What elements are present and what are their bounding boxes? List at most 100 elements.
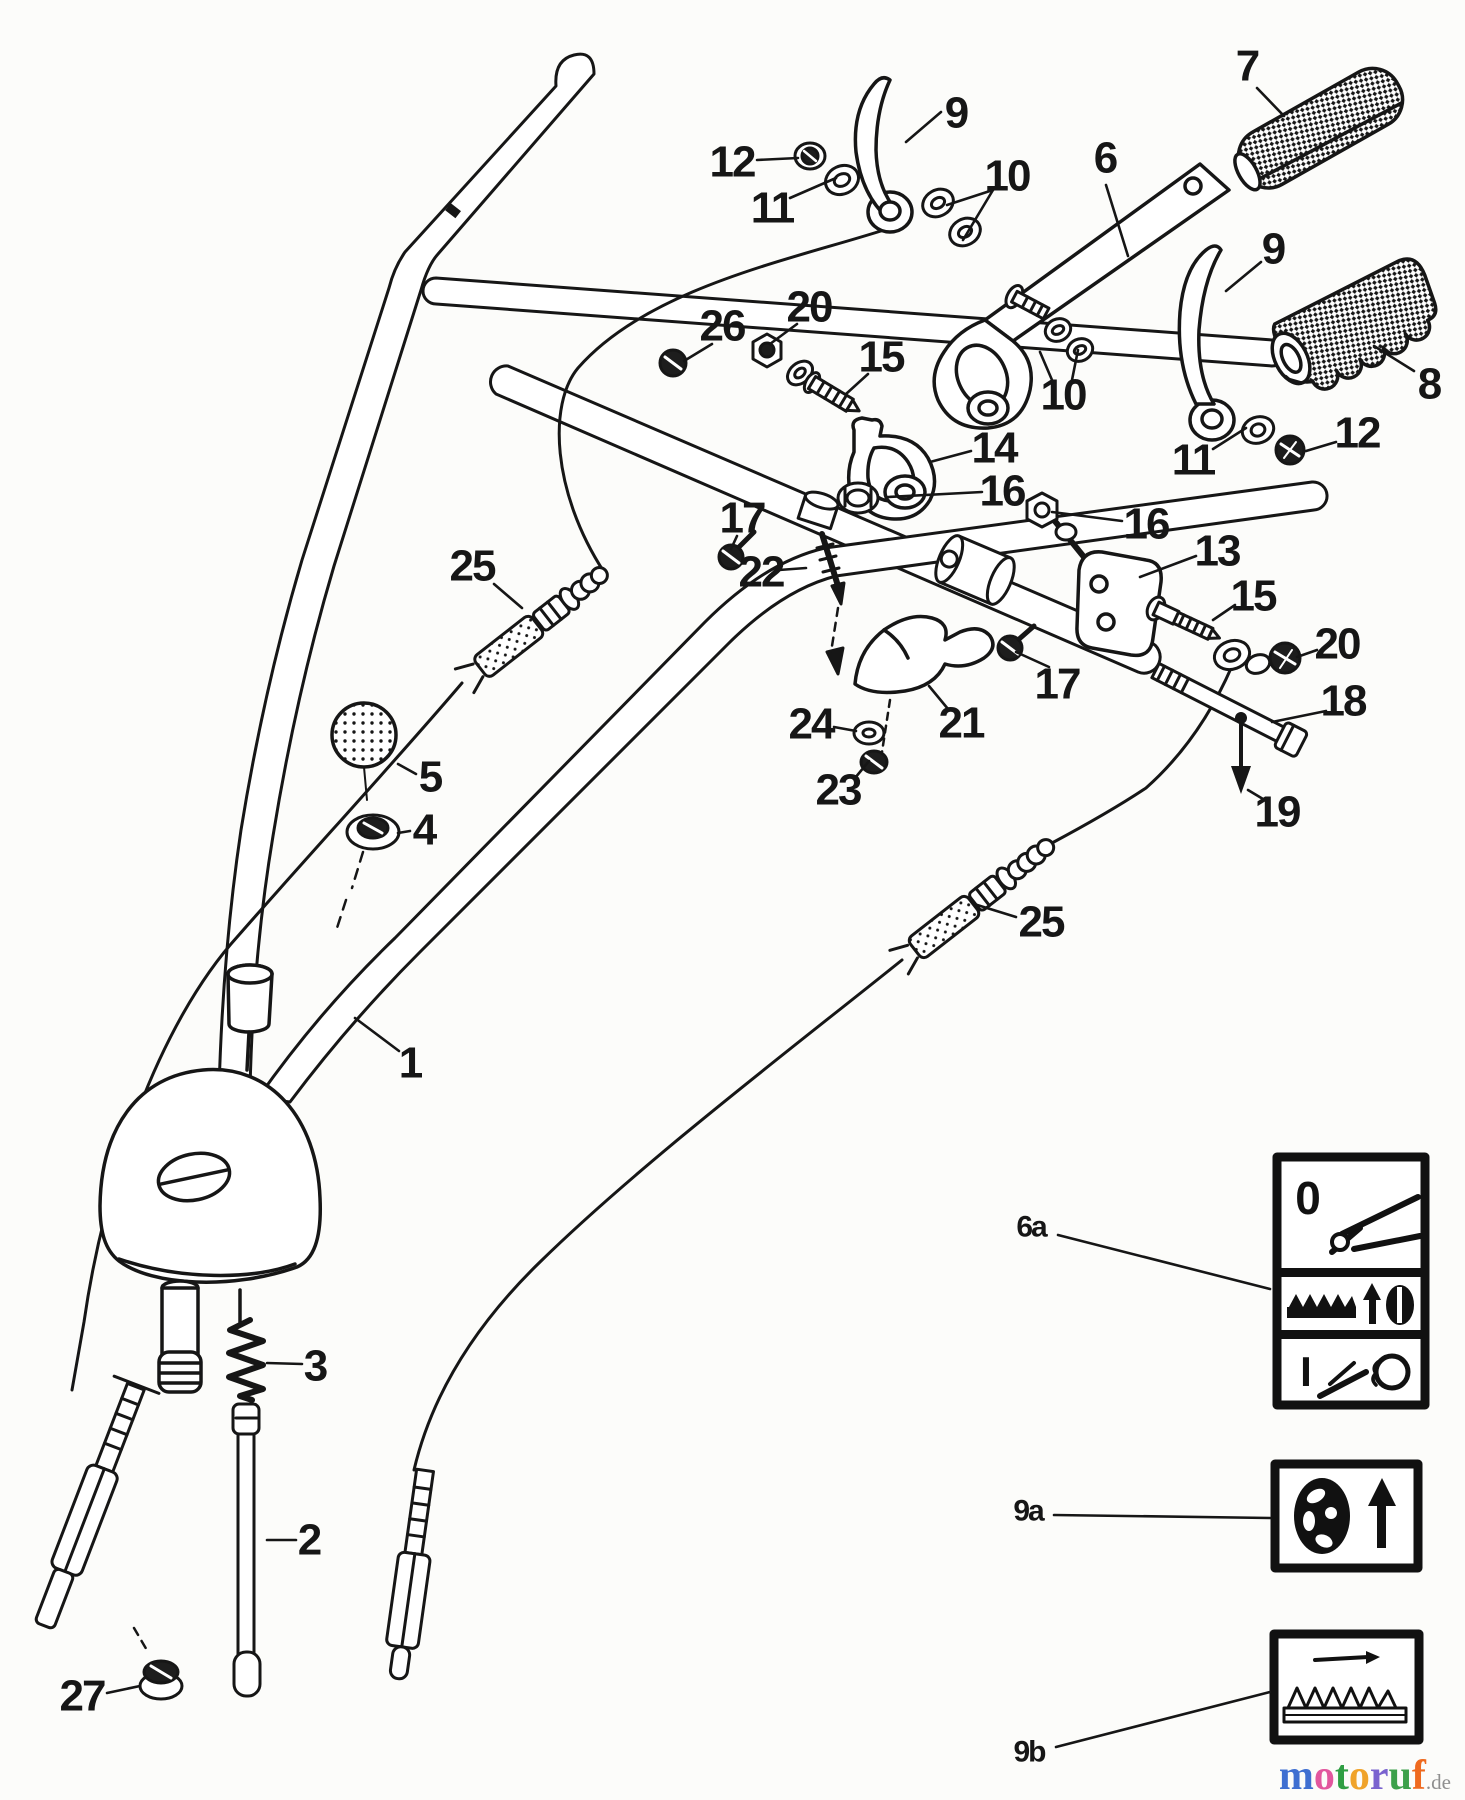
nut-16-right	[1025, 491, 1078, 542]
part-label-11: 11	[1172, 436, 1216, 485]
part-label-1: 1	[399, 1039, 423, 1088]
guide-bracket-21	[853, 614, 995, 695]
nut-16-left	[836, 481, 880, 515]
switch-decal: 0 I	[1272, 1152, 1430, 1410]
wheel-decal	[1270, 1459, 1423, 1573]
blade-small-icon	[1287, 1283, 1414, 1325]
blade-decal	[1269, 1629, 1424, 1745]
left-cable-upper	[557, 228, 886, 574]
leader-line	[1295, 648, 1319, 659]
part-label-10: 10	[985, 152, 1030, 201]
washers-10-right	[1043, 317, 1095, 363]
knob	[330, 701, 398, 769]
leader-line	[755, 156, 800, 162]
screw-15-right	[1145, 595, 1221, 641]
part-label-15: 15	[859, 333, 905, 382]
direction-arrow	[1313, 1655, 1370, 1662]
bracket-21-dash	[880, 698, 892, 754]
leader-line	[1246, 788, 1265, 801]
roller-sleeve	[934, 534, 1016, 606]
lever-released-icon	[1329, 1194, 1423, 1255]
nut-27	[138, 1659, 184, 1701]
bushing-top	[226, 963, 274, 985]
right-cable-end	[385, 1467, 435, 1681]
watermark-logo[interactable]: motoruf.de	[1279, 1752, 1451, 1800]
part-label-22: 22	[739, 548, 784, 597]
front-tube	[256, 480, 1329, 1104]
leader-line	[1052, 1513, 1272, 1520]
leader-line	[396, 762, 418, 776]
nut-26	[658, 348, 688, 378]
grease-cap-slot	[158, 1168, 230, 1186]
part-label-6: 6	[1094, 134, 1117, 183]
spring	[226, 1317, 266, 1403]
screw-15-left	[802, 371, 861, 413]
hidden-line	[335, 850, 365, 930]
part-label-23: 23	[816, 766, 861, 815]
rod	[231, 1402, 262, 1698]
up-arrow-head	[1368, 1478, 1396, 1506]
part-label-10: 10	[1041, 371, 1086, 420]
rod-link	[245, 1030, 251, 1072]
right-cable-lower	[412, 958, 904, 1472]
leader-line	[1050, 510, 1124, 523]
part-label-20: 20	[787, 283, 832, 332]
leader-line	[1104, 183, 1130, 258]
leader-line	[886, 490, 984, 499]
bend-mark	[445, 203, 461, 219]
nut-20-right	[1268, 641, 1302, 675]
part-label-16: 16	[1124, 500, 1169, 549]
part-label-25: 25	[1019, 898, 1065, 947]
nut-12-right	[1274, 434, 1306, 466]
pin-19	[1231, 712, 1251, 794]
grip-8	[1270, 257, 1438, 391]
leader-line	[853, 759, 871, 780]
wing-nut	[345, 813, 401, 851]
leader-line	[1372, 344, 1416, 373]
part-label-12: 12	[710, 138, 755, 187]
part-label-7: 7	[1236, 42, 1259, 91]
watermark-letter: r	[1369, 1753, 1389, 1799]
knob-stem	[363, 766, 368, 801]
bolt-18	[1150, 661, 1309, 758]
part-label-12: 12	[1335, 409, 1380, 458]
leader-line	[1138, 554, 1198, 579]
part-label-6a: 6a	[1016, 1211, 1048, 1244]
nut-12-top	[793, 141, 827, 171]
leader-line	[832, 725, 858, 733]
part-label-24: 24	[789, 700, 836, 749]
part-label-2: 2	[298, 1516, 321, 1565]
nut-17-left	[717, 529, 757, 571]
lever-bracket-6	[932, 162, 1231, 430]
leader-line	[105, 1684, 142, 1695]
leader-line	[788, 176, 838, 200]
leader-line	[353, 1016, 401, 1053]
leader-line	[1211, 426, 1248, 451]
part-label-17: 17	[720, 494, 765, 543]
part-label-4: 4	[413, 806, 438, 855]
part-label-9: 9	[945, 89, 968, 138]
grip-7	[1233, 66, 1405, 192]
hand-grip-icon	[1317, 1353, 1411, 1399]
washers-right	[1212, 638, 1272, 675]
decal-on-glyph: I	[1300, 1348, 1312, 1395]
leader-line	[1056, 1233, 1272, 1291]
part-label-13: 13	[1195, 527, 1240, 576]
part-label-8: 8	[1418, 360, 1442, 409]
watermark-letter: t	[1334, 1753, 1349, 1799]
leader-line	[1070, 348, 1080, 382]
part-label-9: 9	[1262, 225, 1285, 274]
housing-stud	[160, 1286, 200, 1360]
watermark-letter: m	[1278, 1753, 1314, 1799]
leader-line	[1270, 709, 1328, 724]
watermark-letter: o	[1313, 1753, 1335, 1799]
bell-housing	[98, 963, 323, 1394]
leader-line	[729, 534, 739, 551]
part-label-21: 21	[939, 699, 985, 748]
part-label-17: 17	[1035, 660, 1080, 709]
washer-24	[852, 720, 886, 746]
decal-off-glyph: 0	[1295, 1172, 1321, 1224]
